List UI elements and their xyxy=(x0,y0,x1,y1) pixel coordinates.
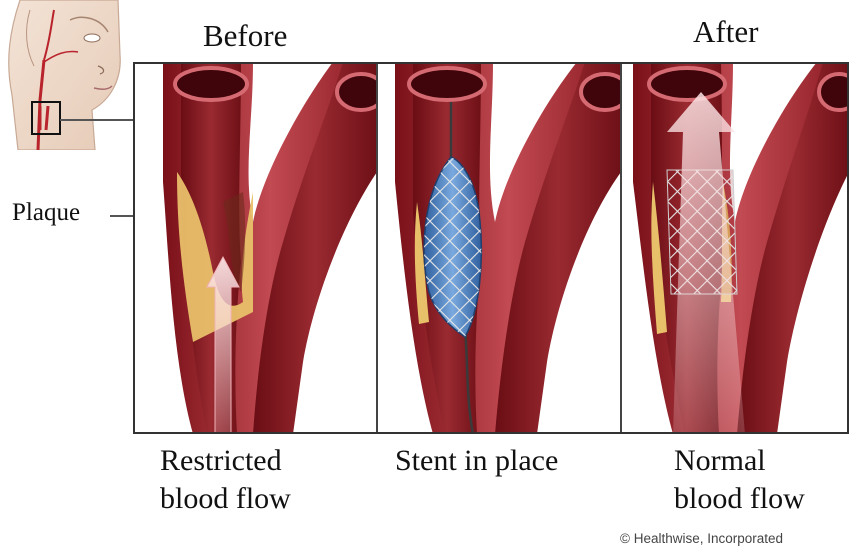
panel-stent xyxy=(377,62,621,434)
normal-flow-arrow xyxy=(667,92,745,434)
copyright-notice: © Healthwise, Incorporated xyxy=(620,531,784,546)
stent-mesh xyxy=(424,157,482,337)
vessel-opening xyxy=(173,66,249,102)
caption-line: Restricted xyxy=(160,444,282,477)
plaque-label: Plaque xyxy=(12,199,81,226)
caption-line: Stent in place xyxy=(395,444,559,477)
inset-box xyxy=(31,101,61,135)
restricted-flow-arrow xyxy=(206,255,240,434)
caption-normal-blood-flow: Normal blood flow xyxy=(674,442,854,518)
diagram-frame xyxy=(133,62,849,434)
caption-line: blood flow xyxy=(674,482,805,515)
head-neck-thumbnail xyxy=(8,0,138,150)
after-title: After xyxy=(693,14,759,49)
caption-line: Normal xyxy=(674,444,766,477)
before-title: Before xyxy=(203,18,288,53)
caption-stent-in-place: Stent in place xyxy=(395,442,615,480)
caption-line: blood flow xyxy=(160,482,291,515)
plaque xyxy=(177,172,253,342)
panel-after xyxy=(621,62,849,434)
artery-panels xyxy=(133,62,849,434)
caption-restricted-blood-flow: Restricted blood flow xyxy=(160,442,380,518)
panel-before xyxy=(133,62,377,434)
